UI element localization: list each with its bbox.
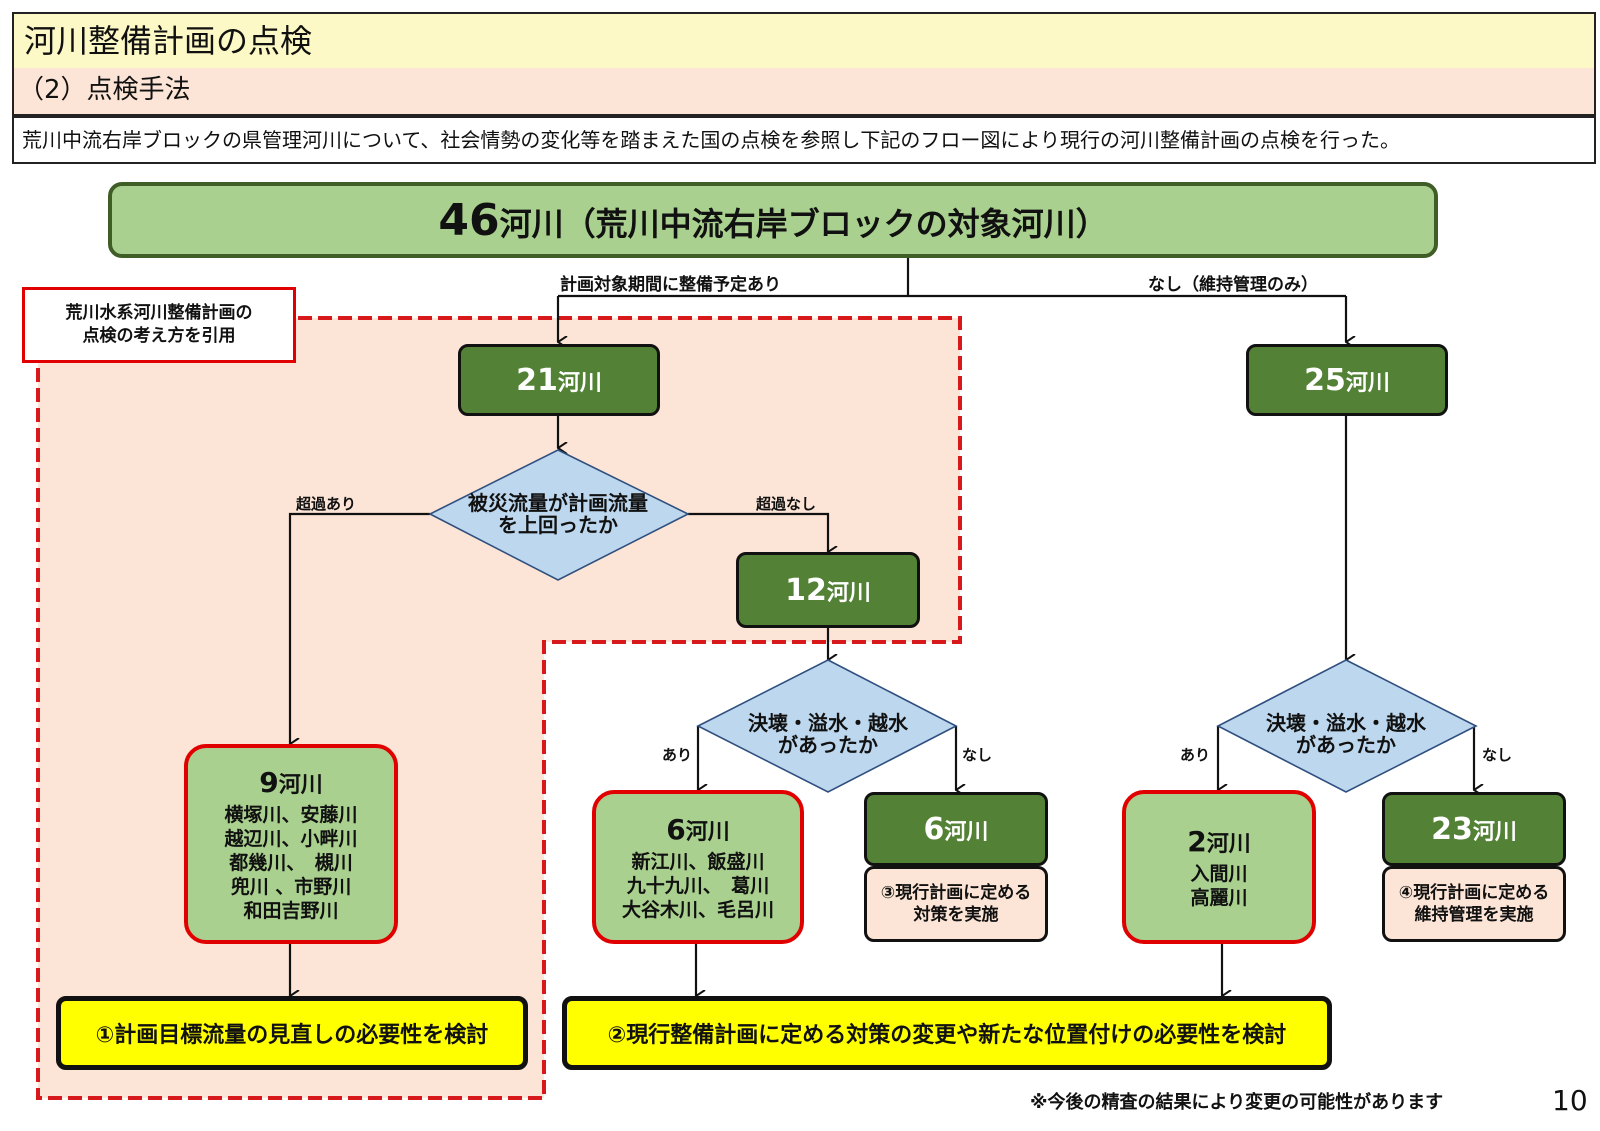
node-21-unit: 河川 [557,370,602,396]
action-3-line2: 対策を実施 [913,905,999,925]
river-list-line: 九十九川、 葛川 [626,874,770,897]
node-25-rivers: 25河川 [1246,344,1448,416]
decision-flow-line2: を上回ったか [498,513,618,537]
decision-damage-right-text: 決壊・溢水・越水 があったか [1238,712,1454,756]
node-21-rivers: 21河川 [458,344,660,416]
result-9-rivers: 9河川 横塚川、安藤川 越辺川、小畔川 都幾川、 槻川 兜川 、市野川 和田吉野… [184,744,398,944]
result-2-rivers: 2河川 入間川 高麗川 [1122,790,1316,944]
decision-diamond-damage-left [696,659,958,793]
decision-damage-left-line1: 決壊・溢水・越水 [748,711,908,735]
result-23-unit: 河川 [1472,819,1517,845]
node-25-unit: 河川 [1345,370,1390,396]
river-list-line: 兜川 、市野川 [230,875,352,898]
decision-damage-left-text: 決壊・溢水・越水 があったか [720,712,936,756]
river-list-line: 横塚川、安藤川 [224,803,358,826]
total-rivers-box: 46河川（荒川中流右岸ブロックの対象河川） [108,182,1438,258]
decision-diamond-flow [428,449,690,581]
damage-right-yes-label: あり [1180,746,1211,764]
outcome-1-text: ①計画目標流量の見直しの必要性を検討 [95,1023,489,1048]
decision-diamond-damage-right [1216,659,1478,793]
outcome-2-text: ②現行整備計画に定める対策の変更や新たな位置付けの必要性を検討 [607,1023,1287,1048]
damage-left-no-label: なし [962,746,993,764]
result-23-count: 23 [1431,811,1473,847]
node-21-count: 21 [516,362,558,398]
result-6-damaged-rivers: 6河川 新江川、飯盛川 九十九川、 葛川 大谷木川、毛呂川 [592,790,804,944]
damage-left-yes-label: あり [662,746,693,764]
action-4-box: ④現行計画に定める 維持管理を実施 [1382,866,1566,942]
river-list-line: 都幾川、 槻川 [229,851,353,874]
decision-damage-right-line2: があったか [1296,733,1396,757]
decision-damage-left-line2: があったか [778,733,878,757]
branch-no-label: なし（維持管理のみ） [1148,275,1318,295]
reference-note-line2: 点検の考え方を引用 [82,326,236,346]
action-4-line2: 維持管理を実施 [1414,905,1534,925]
reference-note: 荒川水系河川整備計画の 点検の考え方を引用 [22,287,296,363]
total-caption: （荒川中流右岸ブロックの対象河川） [563,204,1108,243]
result-6-undamaged-rivers: 6河川 [864,792,1048,866]
outcome-1-box: ①計画目標流量の見直しの必要性を検討 [56,996,528,1070]
node-12-rivers: 12河川 [736,552,920,628]
action-3-line1: ③現行計画に定める [880,883,1032,903]
result-2-heading: 2河川 [1187,824,1251,858]
arrow-exceed-no [688,512,828,552]
decision-damage-right-line1: 決壊・溢水・越水 [1266,711,1426,735]
result-6-heading: 6河川 [666,812,730,846]
river-list-line: 越辺川、小畔川 [224,827,358,850]
footer-note: ※今後の精査の結果により変更の可能性があります [1030,1092,1444,1113]
action-3-box: ③現行計画に定める 対策を実施 [864,866,1048,942]
node-12-unit: 河川 [826,580,871,606]
decision-flow-line1: 被災流量が計画流量 [468,491,648,515]
river-list-line: 和田吉野川 [243,899,339,922]
page-number: 10 [1552,1084,1588,1117]
river-list-line: 新江川、飯盛川 [631,850,765,873]
section-description: 荒川中流右岸ブロックの県管理河川について、社会情勢の変化等を踏まえた国の点検を参… [12,116,1596,164]
result-9-heading: 9河川 [259,765,323,799]
exceed-yes-label: 超過あり [296,495,357,513]
section-subtitle: （2）点検手法 [12,68,1596,116]
arrow-exceed-yes [288,512,430,744]
branch-yes-label: 計画対象期間に整備予定あり [560,275,781,295]
node-12-count: 12 [785,572,827,608]
page-title: 河川整備計画の点検 [12,12,1596,70]
result-6b-count: 6 [923,811,945,847]
action-4-line1: ④現行計画に定める [1398,883,1550,903]
river-list-line: 高麗川 [1190,886,1248,909]
damage-right-no-label: なし [1482,746,1513,764]
result-23-rivers: 23河川 [1382,792,1566,866]
total-unit: 河川 [499,204,564,243]
river-list-line: 入間川 [1190,862,1248,885]
outcome-2-box: ②現行整備計画に定める対策の変更や新たな位置付けの必要性を検討 [562,996,1332,1070]
decision-flow-text: 被災流量が計画流量 を上回ったか [440,492,676,536]
river-list-line: 大谷木川、毛呂川 [621,898,774,921]
node-25-count: 25 [1304,362,1346,398]
reference-note-line1: 荒川水系河川整備計画の [65,303,253,323]
total-count: 46 [438,194,500,246]
result-6b-unit: 河川 [944,819,989,845]
exceed-no-label: 超過なし [756,495,817,513]
